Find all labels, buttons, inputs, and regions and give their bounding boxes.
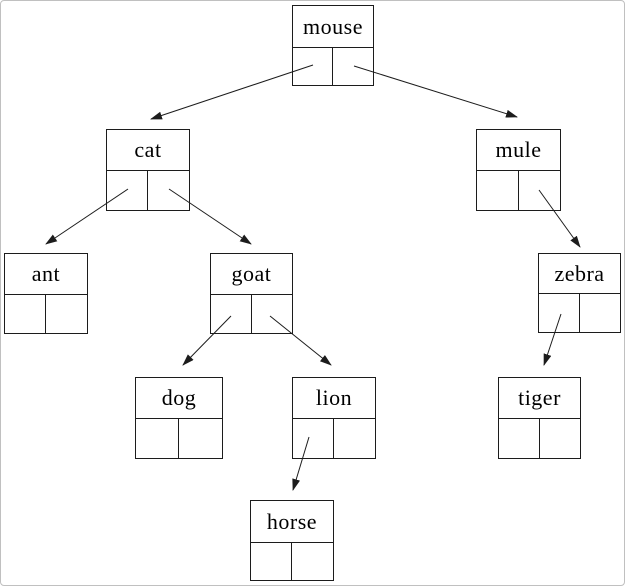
left-pointer-cell-lion <box>293 419 334 458</box>
left-pointer-cell-mouse <box>293 48 333 85</box>
left-pointer-cell-zebra <box>539 294 580 332</box>
tree-node-mouse: mouse <box>292 5 374 86</box>
node-label-dog: dog <box>136 378 222 419</box>
tree-node-dog: dog <box>135 377 223 459</box>
node-label-ant: ant <box>5 254 87 295</box>
left-pointer-cell-tiger <box>499 419 540 458</box>
pointer-cells-horse <box>251 543 333 580</box>
left-pointer-cell-dog <box>136 419 179 458</box>
pointer-cells-tiger <box>499 419 580 458</box>
node-label-cat: cat <box>107 130 189 171</box>
node-label-horse: horse <box>251 501 333 543</box>
node-label-goat: goat <box>211 254 292 295</box>
tree-node-cat: cat <box>106 129 190 211</box>
node-label-zebra: zebra <box>539 254 620 294</box>
pointer-cells-mule <box>477 171 560 210</box>
tree-node-mule: mule <box>476 129 561 211</box>
pointer-cells-ant <box>5 295 87 333</box>
tree-node-lion: lion <box>292 377 376 459</box>
right-pointer-cell-dog <box>179 419 222 458</box>
tree-node-horse: horse <box>250 500 334 581</box>
tree-node-tiger: tiger <box>498 377 581 459</box>
right-pointer-cell-horse <box>292 543 333 580</box>
pointer-cells-dog <box>136 419 222 458</box>
node-label-tiger: tiger <box>499 378 580 419</box>
right-pointer-cell-tiger <box>540 419 581 458</box>
node-label-mule: mule <box>477 130 560 171</box>
right-pointer-cell-mule <box>519 171 561 210</box>
left-pointer-cell-horse <box>251 543 292 580</box>
pointer-cells-zebra <box>539 294 620 332</box>
edge-mouse-right-to-mule <box>353 65 518 118</box>
right-pointer-cell-lion <box>334 419 375 458</box>
tree-node-ant: ant <box>4 253 88 334</box>
right-pointer-cell-zebra <box>580 294 621 332</box>
left-pointer-cell-goat <box>211 295 252 333</box>
pointer-cells-goat <box>211 295 292 333</box>
tree-node-goat: goat <box>210 253 293 334</box>
right-pointer-cell-mouse <box>333 48 373 85</box>
left-pointer-cell-ant <box>5 295 46 333</box>
node-label-mouse: mouse <box>293 6 373 48</box>
node-label-lion: lion <box>293 378 375 419</box>
right-pointer-cell-ant <box>46 295 87 333</box>
tree-node-zebra: zebra <box>538 253 621 333</box>
pointer-cells-lion <box>293 419 375 458</box>
right-pointer-cell-cat <box>148 171 189 210</box>
left-pointer-cell-mule <box>477 171 519 210</box>
right-pointer-cell-goat <box>252 295 293 333</box>
pointer-cells-mouse <box>293 48 373 85</box>
left-pointer-cell-cat <box>107 171 148 210</box>
pointer-cells-cat <box>107 171 189 210</box>
edge-mouse-left-to-cat <box>150 64 314 120</box>
